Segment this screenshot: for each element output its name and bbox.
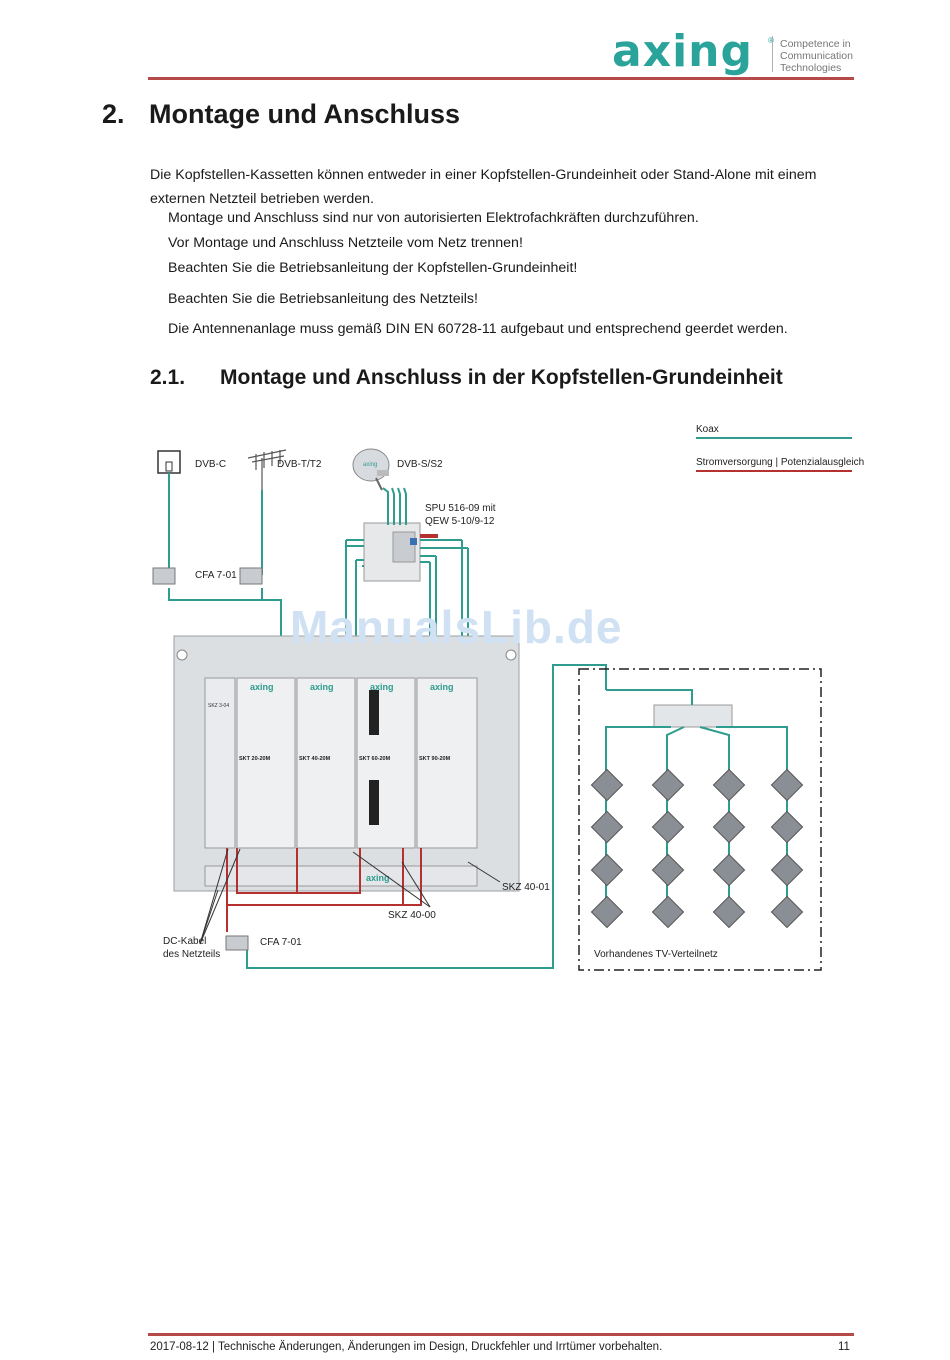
cfa-coupler-icon [225,935,249,951]
section-number: 2. [102,99,125,129]
cfa-coupler-icon [152,567,263,585]
module-label: SKT 60-20M [359,756,391,762]
label-dc-2: des Netzteils [163,949,220,960]
registered-mark: ® [768,36,774,45]
page-number: 11 [838,1341,850,1353]
legend-koax-label: Koax [696,424,719,435]
notice-item: Die Antennenanlage muss gemäß DIN EN 607… [168,321,788,337]
network-cables [605,689,788,912]
module-label: SKT 40-20M [299,756,331,762]
footer-rule [148,1333,854,1336]
watermark: ManualsLib.de [290,601,623,653]
power-cables [226,848,422,932]
label-dvbs: DVB-S/S2 [397,459,443,470]
module-brand: axing [430,682,454,692]
satellite-dish-icon [352,448,390,491]
notice-item: Beachten Sie die Betriebsanleitung des N… [168,291,478,307]
label-spu-2: QEW 5-10/9-12 [425,516,495,527]
module-brand: axing [370,682,394,692]
notice-list: Montage und Anschluss sind nur von autor… [168,210,788,337]
dish-brand: axing [363,462,377,468]
section-heading: 2. Montage und Anschluss [102,99,460,130]
tv-socket-icons [590,768,804,929]
label-skz-4000: SKZ 40-00 [388,910,436,921]
label-dc-1: DC-Kabel [163,936,206,947]
tagline-line-1: Competence in [780,38,851,50]
headend-base-unit [173,635,520,892]
label-spu-1: SPU 516-09 mit [425,503,496,514]
label-cfa-top: CFA 7-01 [195,570,237,581]
module-brand: axing [310,682,334,692]
legend-power-label: Stromversorgung | Potenzialausgleich [696,457,864,468]
label-dvbc: DVB-C [195,459,226,470]
wall-socket-icon [157,450,181,474]
notice-item: Montage und Anschluss sind nur von autor… [168,210,699,226]
tagline: Competence in Communication Technologies [780,38,853,74]
label-skz-4001: SKZ 40-01 [502,882,550,893]
module-brand: axing [366,873,390,883]
intro-paragraph: Die Kopfstellen-Kassetten können entwede… [150,167,817,207]
axing-logo: axing [612,26,753,77]
label-network: Vorhandenes TV-Verteilnetz [594,949,718,960]
label-dvbt: DVB-T/T2 [277,459,322,470]
section-title: Montage und Anschluss [149,99,461,129]
module-brand: axing [250,682,274,692]
label-cfa-bottom: CFA 7-01 [260,937,302,948]
terrestrial-antenna-icon [247,449,287,490]
splitter-icon [653,704,733,728]
notice-item: Vor Montage und Anschluss Netzteile vom … [168,235,523,251]
footer-text: 2017-08-12 | Technische Änderungen, Ände… [150,1341,663,1353]
module-label: SKT 90-20M [419,756,451,762]
module-label: SKT 20-20M [239,756,271,762]
subsection-heading: 2.1. Montage und Anschluss in der Kopfste… [150,366,783,390]
distribution-network-box [578,668,822,971]
logo-divider [772,36,773,72]
subsection-title: Montage und Anschluss in der Kopfstellen… [220,366,783,389]
leader-lines [199,848,501,945]
tagline-line-3: Technologies [780,62,842,74]
header-rule [148,77,854,80]
notice-item: Beachten Sie die Betriebsanleitung der K… [168,260,578,276]
subsection-number: 2.1. [150,366,186,389]
koax-cables [168,473,607,969]
multiswitch-spu-icon [363,522,438,582]
tagline-line-2: Communication [780,50,853,62]
side-module-label: SKZ 3-04 [208,703,229,709]
